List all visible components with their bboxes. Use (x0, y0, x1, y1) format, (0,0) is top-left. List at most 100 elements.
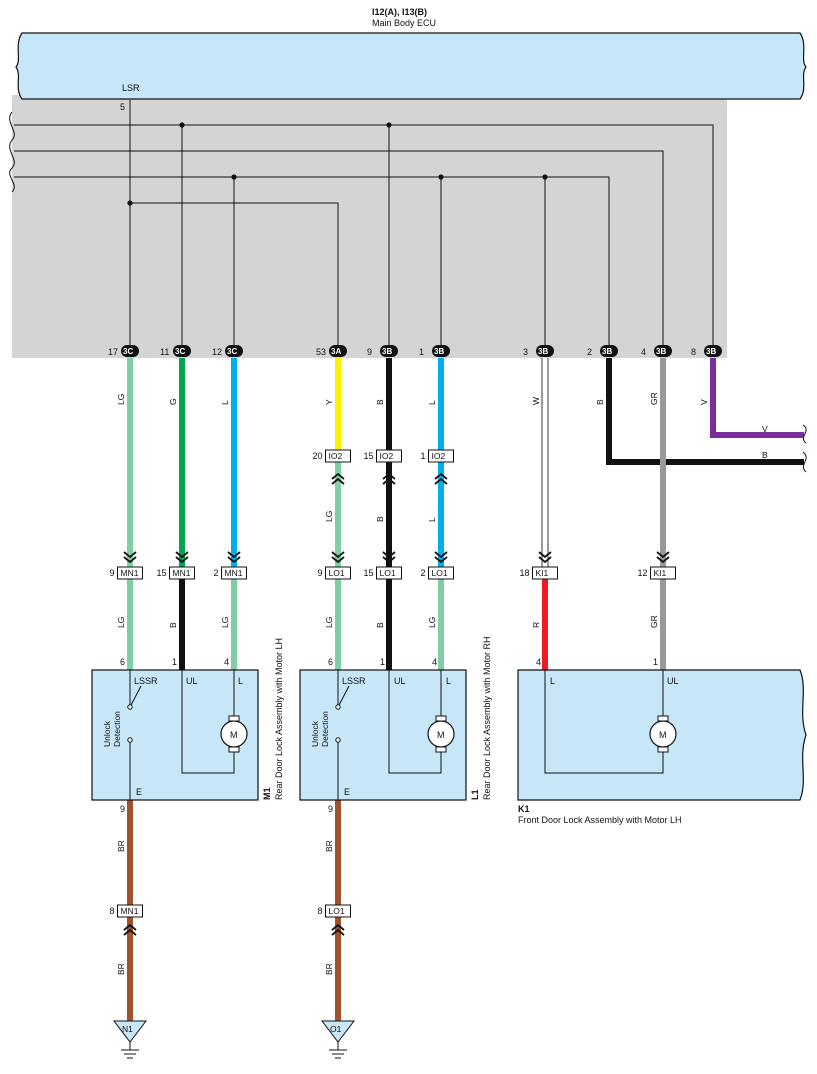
wire-label-5-top: L (427, 400, 437, 405)
lower-conn-6-box (532, 566, 558, 580)
l1-term-pin-6: 6 (328, 657, 333, 667)
wire-label-1-bottom: B (168, 622, 178, 628)
m1-switch-label-1: Unlock (102, 720, 112, 747)
m1-ground-conn-box (117, 904, 143, 918)
m1-ground-term-label: E (136, 787, 142, 797)
lower-conn-4-name: LO1 (380, 568, 396, 578)
ecu-pin-pill-0 (121, 345, 139, 357)
lower-chevron-4 (382, 551, 396, 564)
l1-name: Rear Door Lock Assembly with Motor RH (482, 636, 492, 800)
lower-conn-3-pin: 9 (318, 568, 323, 578)
lower-conn-4-pin: 15 (364, 568, 374, 578)
m1-term-pin-4: 4 (224, 657, 229, 667)
ecu-pin-pill-5 (432, 345, 450, 357)
l1-ground-conn-pin: 8 (318, 906, 323, 916)
ecu-pin-conn-6: 3B (538, 347, 548, 356)
wire-label-5-bottom: LG (427, 617, 437, 628)
ground-n1-label: N1 (122, 1024, 133, 1034)
l1-term-pin-1: 1 (380, 657, 385, 667)
ecu-code: I12(A), I13(B) (372, 7, 427, 17)
io2-conn-2-pin: 1 (421, 451, 426, 461)
wire-label-3-mid: LG (324, 511, 334, 522)
bus-break-mark (9, 111, 15, 193)
m1-motor-label: M (230, 730, 238, 740)
ecu-pin-number-6: 3 (523, 347, 528, 357)
m1-ground-conn-name: MN1 (121, 906, 139, 916)
lower-conn-5-box (428, 566, 454, 580)
k1-motor-label: M (659, 730, 667, 740)
m1-term-label-ul: UL (186, 676, 198, 686)
ecu-pin-number-5: 1 (419, 347, 424, 357)
ecu-pin-conn-9: 3B (706, 347, 716, 356)
lower-chevron-5 (434, 551, 448, 564)
ecu-body (15, 32, 807, 100)
l1-term-label-lssr: LSSR (342, 676, 366, 686)
ecu-internal-area (12, 95, 727, 358)
exit-break-b (802, 451, 807, 473)
wire-label-3-top: Y (324, 399, 334, 405)
wire-label-0-top: LG (116, 394, 126, 405)
k1-code: K1 (518, 804, 530, 814)
internal-bus (14, 100, 714, 345)
ecu-signal-pin: 5 (120, 102, 125, 112)
m1-term-pin-1: 1 (172, 657, 177, 667)
ecu-pin-conn-2: 3C (227, 347, 237, 356)
io2-chevron-0 (331, 472, 345, 485)
wire-label-4-bottom: B (375, 622, 385, 628)
lower-conn-7-pin: 12 (638, 568, 648, 578)
ecu-pin-pill-1 (173, 345, 191, 357)
lower-chevron-3 (331, 551, 345, 564)
ground-o1: O1 (320, 1020, 356, 1059)
k1-term-pin-4: 4 (536, 657, 541, 667)
ecu-pin-number-0: 17 (108, 347, 118, 357)
io2-conn-0-box (325, 449, 351, 463)
ground-n1-icon (121, 1042, 139, 1059)
exit-break-v (802, 424, 807, 444)
wire-label-7-top: B (595, 399, 605, 405)
io2-conn-1-box (376, 449, 402, 463)
wire-7-exit (606, 358, 804, 465)
k1-name: Front Door Lock Assembly with Motor LH (518, 815, 682, 825)
ecu-pin-number-8: 4 (641, 347, 646, 357)
ecu-pin-conn-8: 3B (656, 347, 666, 356)
l1-ground-wire-label-bottom: BR (324, 963, 334, 975)
component-k1: 4 1 L UL M K1 Front Door Lock Assembly w… (517, 657, 807, 825)
lower-chevron-6 (538, 551, 552, 564)
lower-conn-1-box (169, 566, 195, 580)
lower-conn-2-pin: 2 (214, 568, 219, 578)
m1-ground-wire-label-top: BR (116, 840, 126, 852)
l1-code: L1 (470, 789, 480, 800)
m1-term-label-l: L (238, 676, 243, 686)
ground-o1-icon (329, 1042, 347, 1059)
lower-conn-1-name: MN1 (173, 568, 191, 578)
k1-term-pin-1: 1 (653, 657, 658, 667)
l1-term-label-l: L (446, 676, 451, 686)
wire-label-6-top: W (531, 397, 541, 405)
wire-label-4-top: B (375, 399, 385, 405)
lower-conn-7-box (650, 566, 676, 580)
ecu-pin-conn-1: 3C (175, 347, 185, 356)
lower-chevron-1 (175, 551, 189, 564)
wire-label-8-bottom: GR (649, 615, 659, 628)
l1-motor-label: M (437, 730, 445, 740)
l1-ground-term-pin: 9 (328, 804, 333, 814)
l1-term-pin-4: 4 (432, 657, 437, 667)
l1-ground-conn-box (325, 904, 351, 918)
lower-conn-2-box (221, 566, 247, 580)
ecu-pin-pill-4 (380, 345, 398, 357)
ecu-pin-number-4: 9 (367, 347, 372, 357)
wire-9-exit (710, 358, 804, 438)
l1-switch-label-1: Unlock (310, 720, 320, 747)
ecu-pin-number-7: 2 (587, 347, 592, 357)
ecu-pin-number-9: 8 (691, 347, 696, 357)
ground-n1: N1 (112, 1020, 148, 1059)
lower-conn-0-box (117, 566, 143, 580)
wire-label-2-top: L (220, 400, 230, 405)
lower-conn-5-pin: 2 (421, 568, 426, 578)
m1-ground-wire-label-bottom: BR (116, 963, 126, 975)
wire-label-8-top: GR (649, 392, 659, 405)
lower-chevron-7 (656, 551, 670, 564)
l1-switch-label-2: Detection (320, 711, 330, 747)
wire-label-3-bottom: LG (324, 617, 334, 628)
